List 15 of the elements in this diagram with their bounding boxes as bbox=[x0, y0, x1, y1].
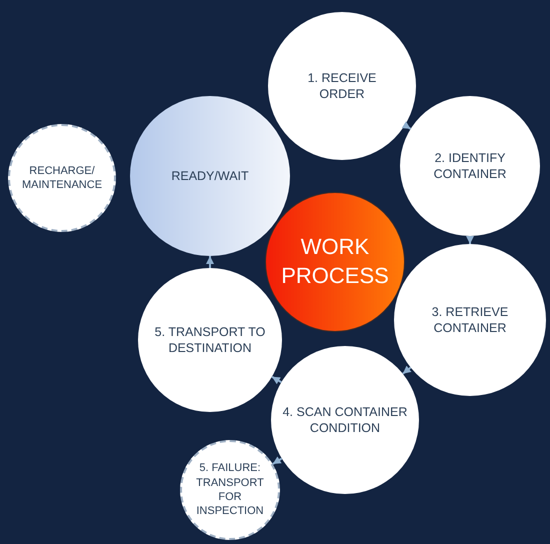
arrow bbox=[272, 456, 282, 465]
step-label: WORK PROCESS bbox=[281, 233, 389, 290]
arrow bbox=[402, 366, 412, 375]
arrow bbox=[271, 376, 282, 384]
step-label: 2. IDENTIFY CONTAINER bbox=[432, 150, 508, 182]
step-label: 1. RECEIVE ORDER bbox=[306, 70, 378, 102]
step-label: 3. RETRIEVE CONTAINER bbox=[430, 304, 510, 336]
step-label: READY/WAIT bbox=[171, 168, 249, 184]
arrow bbox=[206, 256, 214, 268]
step-label: RECHARGE/ MAINTENANCE bbox=[20, 164, 104, 192]
arrow bbox=[466, 236, 474, 244]
step-label: 5. TRANSPORT TO DESTINATION bbox=[154, 324, 266, 356]
arrow bbox=[402, 121, 412, 130]
step-label: 4. SCAN CONTAINER CONDITION bbox=[282, 404, 408, 436]
step-label: 5. FAILURE: TRANSPORT FOR INSPECTION bbox=[195, 461, 265, 519]
